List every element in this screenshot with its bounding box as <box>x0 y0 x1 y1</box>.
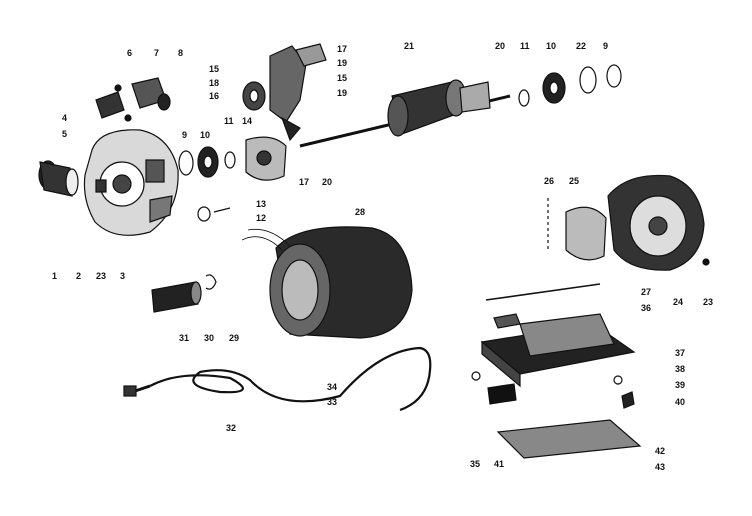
end-plate-part <box>547 174 710 271</box>
brush-plate-part <box>245 136 287 181</box>
part-label-11-left: 11 <box>224 116 234 126</box>
part-label-40: 40 <box>675 397 686 407</box>
part-label-15-top: 15 <box>209 64 220 74</box>
part-label-19-top: 19 <box>337 58 348 68</box>
part-label-32: 32 <box>226 423 237 433</box>
switch-housing-part <box>471 283 642 459</box>
part-label-17-top: 17 <box>337 44 348 54</box>
part-label-35: 35 <box>470 459 481 469</box>
part-label-11-right: 11 <box>520 41 530 51</box>
part-label-20-top: 20 <box>495 41 506 51</box>
part-label-41: 41 <box>494 459 505 469</box>
power-cord-part <box>123 346 432 412</box>
part-label-37: 37 <box>675 348 686 358</box>
part-label-19-right: 19 <box>337 88 348 98</box>
part-label-25: 25 <box>569 176 580 186</box>
part-label-27: 27 <box>641 287 652 297</box>
part-label-9-left: 9 <box>182 130 188 140</box>
end-bell-housing-part <box>83 129 179 236</box>
left-bearing-stack <box>178 146 236 178</box>
capacitor-part <box>151 274 217 313</box>
brush-holder-part <box>95 77 171 122</box>
brush-cap-part <box>38 160 79 197</box>
field-housing-part <box>241 226 413 339</box>
part-label-23-left: 23 <box>96 271 107 281</box>
part-label-36: 36 <box>641 303 652 313</box>
part-label-21: 21 <box>404 41 415 51</box>
part-label-13: 13 <box>256 199 267 209</box>
part-label-42: 42 <box>655 446 666 456</box>
part-label-38: 38 <box>675 364 686 374</box>
part-label-2: 2 <box>76 271 82 281</box>
part-label-30: 30 <box>204 333 215 343</box>
part-label-1: 1 <box>52 271 58 281</box>
part-label-34: 34 <box>327 382 338 392</box>
part-label-3: 3 <box>120 271 126 281</box>
part-label-33: 33 <box>327 397 338 407</box>
part-label-24: 24 <box>673 297 684 307</box>
part-label-6: 6 <box>127 48 133 58</box>
armature-part <box>299 79 511 148</box>
part-label-31: 31 <box>179 333 190 343</box>
part-label-20-bottom: 20 <box>322 177 333 187</box>
part-label-23-right: 23 <box>703 297 714 307</box>
part-label-8: 8 <box>178 48 184 58</box>
part-label-7: 7 <box>154 48 160 58</box>
screw-washer-part <box>197 206 231 222</box>
part-label-29: 29 <box>229 333 240 343</box>
part-label-43: 43 <box>655 462 666 472</box>
part-label-18: 18 <box>209 78 220 88</box>
part-label-22: 22 <box>576 41 587 51</box>
part-label-4: 4 <box>62 113 68 123</box>
part-label-10-right: 10 <box>546 41 557 51</box>
part-label-39: 39 <box>675 380 686 390</box>
part-label-5: 5 <box>62 129 68 139</box>
part-label-12: 12 <box>256 213 267 223</box>
part-label-17-bottom: 17 <box>299 177 310 187</box>
part-label-26: 26 <box>544 176 555 186</box>
right-bearing-stack <box>518 64 622 107</box>
part-label-9-right: 9 <box>603 41 609 51</box>
part-label-28: 28 <box>355 207 366 217</box>
part-label-15-right: 15 <box>337 73 348 83</box>
part-label-10-left: 10 <box>200 130 211 140</box>
commutator-assembly <box>242 43 327 142</box>
part-label-16: 16 <box>209 91 220 101</box>
part-label-14: 14 <box>242 116 253 126</box>
